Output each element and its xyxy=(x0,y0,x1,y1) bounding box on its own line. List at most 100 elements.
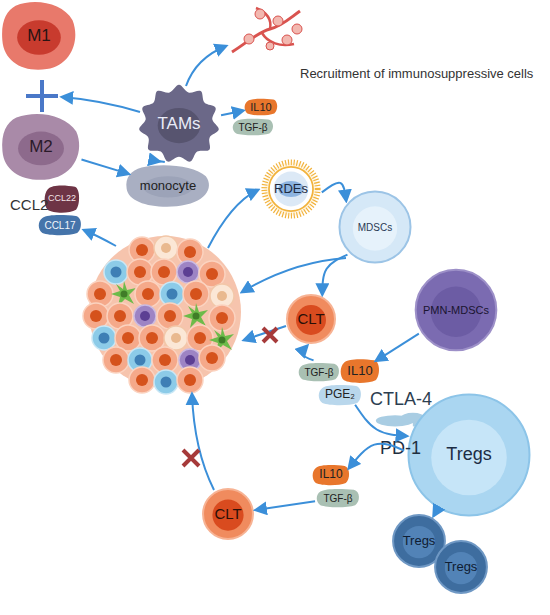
cell-shape xyxy=(317,489,359,507)
node-text: TGF-β xyxy=(304,367,333,378)
tam-cell: TAMs xyxy=(138,84,220,164)
vessel-cell xyxy=(244,34,254,44)
vesicle-core xyxy=(274,172,309,207)
treg-cell: Tregs xyxy=(406,392,532,518)
chemokine-chip: CCL17 xyxy=(38,214,82,236)
node-text: TAMs xyxy=(157,115,200,134)
cytokine-chip: IL10 xyxy=(340,358,380,384)
cell-shape xyxy=(313,465,349,485)
node-text: Tregs xyxy=(403,534,436,548)
cell-shape xyxy=(126,165,209,206)
cell-shape xyxy=(319,385,361,405)
flow-arrow xyxy=(242,258,346,292)
molecule-shape xyxy=(299,363,339,381)
cell-body xyxy=(203,489,253,539)
flow-arrow xyxy=(302,346,313,361)
cell-nucleus xyxy=(212,499,243,530)
cytokine-chip: PGE₂ xyxy=(318,384,362,406)
cell-nucleus xyxy=(353,206,397,250)
cell-body xyxy=(2,114,79,180)
cell-nucleus xyxy=(403,526,435,558)
flow-arrow xyxy=(355,405,407,436)
molecule-shape xyxy=(341,359,379,383)
molecule-shape xyxy=(39,215,81,235)
cell-shape xyxy=(409,395,530,516)
tumor-cell xyxy=(83,303,109,329)
node-text: TGF-β xyxy=(323,493,352,504)
flow-arrow xyxy=(81,159,128,173)
node-text: PMN-MDSCs xyxy=(423,304,489,316)
node-text: MDSCs xyxy=(358,222,392,233)
node-text: IL10 xyxy=(250,101,271,113)
immune-cell xyxy=(154,370,178,394)
molecule-shape xyxy=(233,119,273,135)
cell-body xyxy=(287,295,335,343)
immune-cell xyxy=(177,261,199,283)
cell-shape xyxy=(139,85,219,162)
vessel-cell xyxy=(282,35,292,45)
flow-arrow xyxy=(62,97,140,112)
cytokine-chip: IL10 xyxy=(312,464,350,486)
cell-body xyxy=(416,270,497,351)
node-text: M1 xyxy=(27,27,51,46)
node-text: Tregs xyxy=(445,560,478,574)
tumor-cell xyxy=(157,303,183,329)
cell-shape xyxy=(203,489,253,539)
cell-nucleus xyxy=(17,20,61,55)
plus-symbol xyxy=(26,80,58,112)
cell-shape xyxy=(299,363,339,381)
molecule-shape xyxy=(319,385,361,405)
section-note: Recruitment of immunosuppressive cells xyxy=(300,66,533,82)
cell-shape xyxy=(435,541,487,593)
cell-nucleus xyxy=(445,552,477,584)
stromal-cell xyxy=(111,281,136,306)
molecule-shape xyxy=(313,465,349,485)
cell-nucleus xyxy=(158,108,201,143)
molecule-shape xyxy=(245,99,278,115)
cell-shape xyxy=(245,99,278,115)
node-text: IL10 xyxy=(347,364,372,378)
treg-cell: Tregs xyxy=(434,540,488,594)
node-text: RDEs xyxy=(274,182,308,196)
cell-nucleus xyxy=(431,420,507,496)
cell-nucleus xyxy=(296,305,326,335)
cell-body xyxy=(409,395,530,516)
tumor-cell xyxy=(199,345,225,371)
blood-vessel xyxy=(232,8,302,52)
block-mark xyxy=(183,450,199,466)
immune-cell xyxy=(92,326,116,350)
tumor-cell xyxy=(177,367,203,393)
cytokine-chip: TGF-β xyxy=(316,488,360,508)
cell-shape xyxy=(2,2,75,70)
flow-arrow xyxy=(208,190,258,248)
flow-arrow xyxy=(376,334,419,361)
cell-shape xyxy=(45,185,80,212)
mdsc-cell: PMN-MDSCs xyxy=(414,268,498,352)
vessel-cell xyxy=(255,9,265,19)
chemokine-chip: CCL22 xyxy=(44,184,80,214)
flow-arrow xyxy=(434,511,437,516)
exosome-vesicle: RDEs xyxy=(262,160,320,218)
vesicle-wall xyxy=(269,167,313,211)
cell-body xyxy=(126,165,209,206)
vesicle-rim xyxy=(264,162,317,215)
node-text: Tregs xyxy=(446,445,491,465)
cell-shape xyxy=(264,162,317,215)
t-cell: CLT xyxy=(286,294,336,344)
tumor-cell xyxy=(164,326,188,350)
tumor-cell xyxy=(129,367,155,393)
flow-arrow xyxy=(192,394,214,490)
flow-arrow xyxy=(84,230,116,246)
tumor-mass xyxy=(83,236,241,394)
block-mark xyxy=(263,328,277,342)
cell-shape xyxy=(39,215,81,235)
cell-body xyxy=(435,541,487,593)
molecule-shape xyxy=(317,489,359,507)
immune-cell xyxy=(134,305,156,327)
cell-shape xyxy=(2,114,79,180)
macrophage-cell: M1 xyxy=(0,0,78,72)
node-text: IL10 xyxy=(319,468,342,481)
cell-body xyxy=(339,191,410,262)
cell-nucleus xyxy=(18,132,64,166)
